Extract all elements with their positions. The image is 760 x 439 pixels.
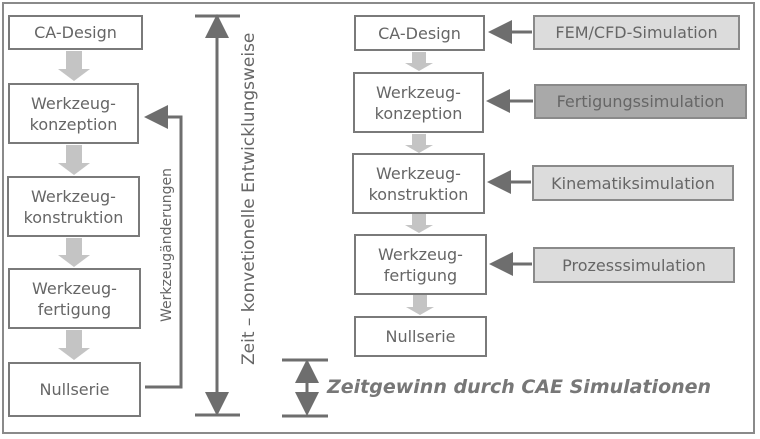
- sim-fem-cfd: FEM/CFD-Simulation: [533, 15, 740, 50]
- sim-fertigung: Fertigungssimulation: [534, 84, 747, 119]
- right-step-konstruktion: Werkzeug- konstruktion: [352, 153, 485, 214]
- right-step-fertigung: Werkzeug- fertigung: [354, 234, 487, 295]
- time-label: Zeit – konvetionelle Entwicklungsweise: [239, 32, 259, 365]
- left-step-konstruktion: Werkzeug- konstruktion: [7, 176, 140, 237]
- sim-prozess: Prozesssimulation: [533, 247, 735, 283]
- gain-label: Zeitgewinn durch CAE Simulationen: [327, 376, 712, 398]
- flow-arrows-left: [58, 51, 90, 360]
- left-step-ca-design: CA-Design: [8, 15, 143, 50]
- outer-frame: [2, 2, 755, 434]
- right-step-konzeption: Werkzeug- konzeption: [353, 72, 484, 133]
- left-step-konzeption: Werkzeug- konzeption: [8, 83, 139, 144]
- flow-arrows-right: [405, 52, 434, 315]
- right-step-ca-design: CA-Design: [354, 15, 485, 51]
- left-step-nullserie: Nullserie: [8, 362, 141, 417]
- sim-kinematik: Kinematiksimulation: [532, 165, 734, 201]
- feedback-arrow: [144, 105, 183, 389]
- feedback-label: Werkzeugänderungen: [159, 167, 175, 323]
- right-step-nullserie: Nullserie: [354, 316, 487, 357]
- left-step-fertigung: Werkzeug- fertigung: [8, 268, 141, 329]
